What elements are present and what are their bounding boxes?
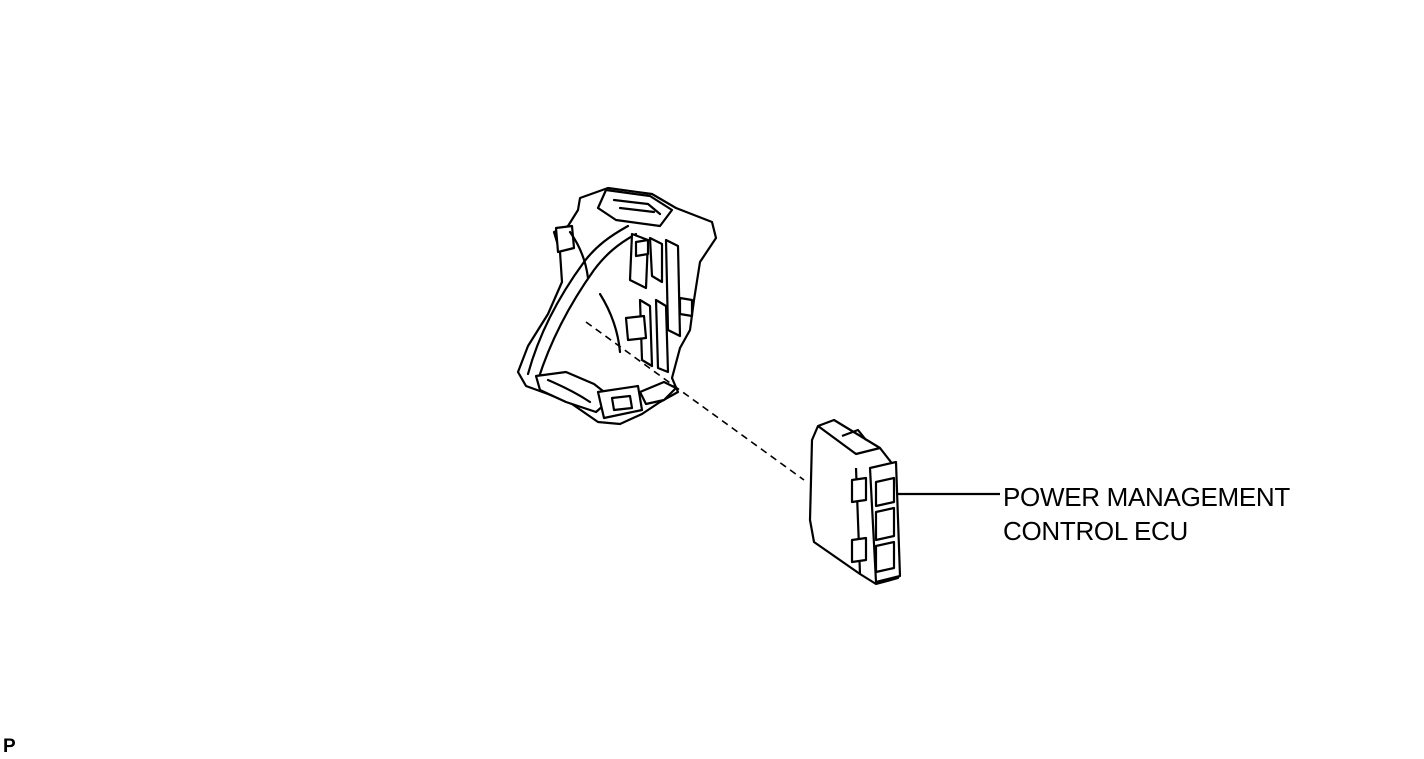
ecu-callout-label: POWER MANAGEMENT CONTROL ECU	[1003, 480, 1290, 548]
power-management-ecu	[808, 418, 902, 586]
callout-line-2: CONTROL ECU	[1003, 516, 1188, 546]
installation-guide-line	[585, 321, 805, 481]
callout-line-1: POWER MANAGEMENT	[1003, 482, 1290, 512]
ecu-bracket-assembly	[516, 186, 718, 426]
corner-mark: P	[3, 736, 16, 757]
